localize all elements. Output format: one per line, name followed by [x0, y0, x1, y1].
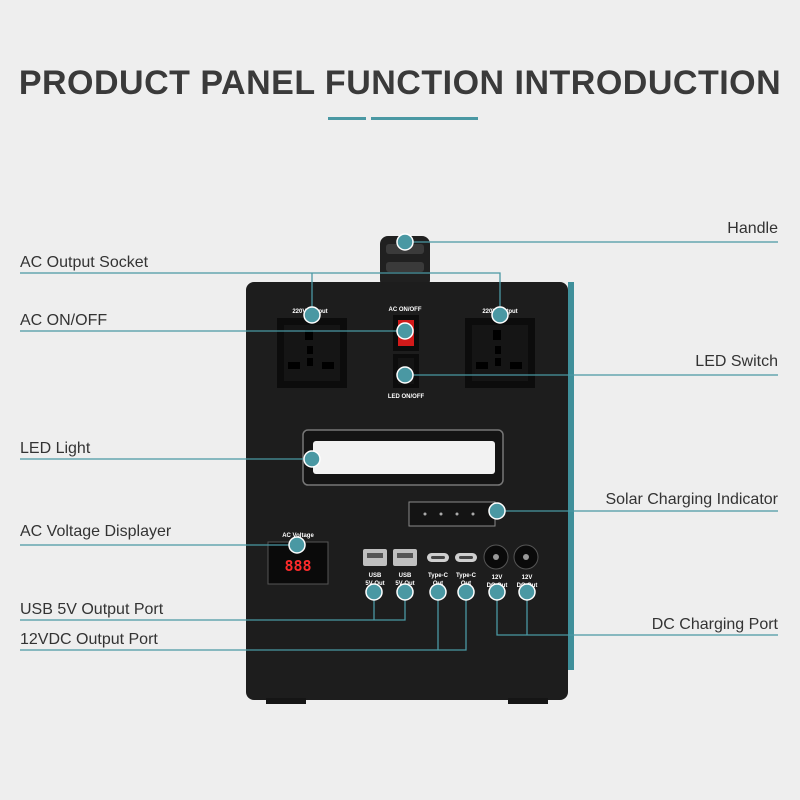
label-dc-charging-port: DC Charging Port [651, 616, 778, 633]
lcd-value: 888 [284, 557, 311, 575]
solar-indicator [408, 501, 496, 527]
page-title: PRODUCT PANEL FUNCTION INTRODUCTION [18, 64, 782, 102]
title-underline-long [371, 117, 478, 120]
label-led-light: LED Light [20, 440, 91, 457]
label-handle: Handle [727, 220, 778, 237]
svg-text:12V: 12V [492, 575, 503, 581]
label-solar-charging-indicator: Solar Charging Indicator [605, 491, 778, 508]
led-switch-label: LED ON/OFF [388, 394, 425, 400]
label-ac-on-off: AC ON/OFF [20, 312, 108, 329]
callout-dots [288, 233, 536, 601]
label-led-switch: LED Switch [695, 353, 778, 370]
svg-text:USB: USB [399, 573, 412, 579]
svg-text:Type-C: Type-C [428, 573, 449, 579]
callout-lines [20, 241, 778, 651]
ac-voltage-label: AC Voltage [282, 533, 314, 539]
label-ac-voltage-displayer: AC Voltage Displayer [20, 523, 172, 540]
ac-switch-label: AC ON/OFF [389, 307, 422, 313]
svg-text:12V: 12V [522, 575, 533, 581]
label-12vdc-output-port: 12VDC Output Port [20, 631, 158, 648]
ac-voltage-display: AC Voltage 888 [267, 533, 329, 585]
led-light-bar [302, 429, 504, 486]
ac-socket-right: 220V Output [465, 309, 535, 388]
title-underline-short [328, 117, 366, 120]
svg-text:Type-C: Type-C [456, 573, 477, 579]
label-usb-5v-output-port: USB 5V Output Port [20, 601, 164, 618]
label-ac-output-socket: AC Output Socket [20, 254, 149, 271]
svg-text:USB: USB [369, 573, 382, 579]
ac-socket-left: 220V Output [277, 309, 347, 388]
